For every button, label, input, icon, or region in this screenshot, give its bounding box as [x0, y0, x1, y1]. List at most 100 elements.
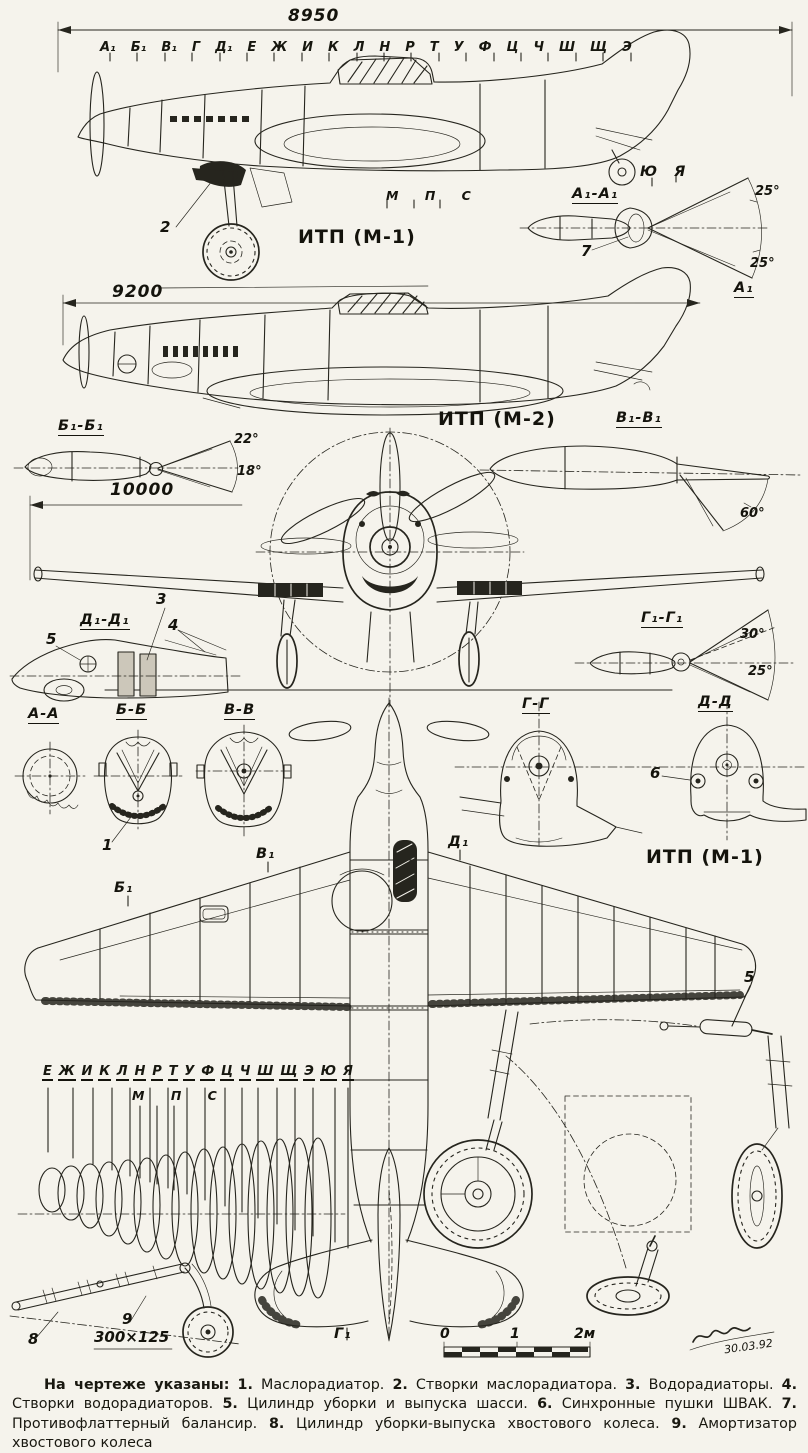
propeller-blade-m2 — [78, 315, 90, 389]
station-letter: Э — [303, 1064, 315, 1081]
station-letter: Щ — [590, 40, 608, 55]
canopy-m2 — [337, 292, 429, 315]
scale-bar — [443, 1341, 591, 1358]
section-a1a1-art — [519, 177, 771, 279]
stations-bottom-row: Е Ж И К Л Н Р Т У Ф Ц Ч Ш Щ Э Ю Я — [42, 1064, 354, 1081]
scale-0: 0 — [440, 1326, 450, 1342]
tail-tire-size: 300×125 — [94, 1328, 170, 1346]
section-label-dd: Д-Д — [698, 694, 733, 712]
station-letter: Р — [405, 40, 415, 55]
station-ticks-top — [109, 52, 632, 62]
station-letter: Ж — [271, 40, 288, 55]
station-letter: У — [453, 40, 464, 55]
station-letter: Н — [133, 1064, 147, 1081]
section-label-gg: Г-Г — [522, 696, 550, 714]
dim-10000-line — [29, 495, 243, 581]
station-letter: К — [328, 40, 339, 55]
canopy-m1 — [337, 57, 433, 85]
station-letter: Ш — [559, 40, 576, 55]
side-view-m2 — [62, 267, 691, 416]
station-letter: Я — [341, 1064, 354, 1081]
station-letter: К — [98, 1064, 111, 1081]
station-letter: Б₁ — [130, 40, 147, 55]
callout-6: 6 — [650, 764, 661, 782]
chin-intake — [362, 576, 418, 594]
section-aa-art — [14, 741, 86, 815]
callout-9: 9 — [122, 1310, 133, 1328]
front-landing-gear — [276, 599, 480, 689]
callout-1: 1 — [102, 836, 113, 854]
plan-station-b1: Б₁ — [114, 880, 134, 896]
plan-view — [24, 697, 757, 1345]
plan-prop-blade-right — [426, 720, 490, 742]
caption-item: 2. Створки маслорадиатора. — [392, 1377, 618, 1394]
station-letter: Е — [247, 40, 257, 55]
caption-item: 1. Маслорадиатор. — [237, 1377, 385, 1394]
dim-10000: 10000 — [110, 480, 175, 500]
canopy-plan — [331, 870, 393, 932]
title-side-m1: ИТП (М-1) — [298, 226, 416, 248]
station-letter: Н — [379, 40, 391, 55]
title-plan-m1: ИТП (М-1) — [646, 846, 764, 868]
callout-5: 5 — [46, 630, 57, 648]
propeller-disc — [269, 431, 511, 673]
angle-rudder-down: 25° — [750, 256, 775, 271]
section-label-v1v1: В₁-В₁ — [616, 410, 662, 428]
gear-schematic — [423, 1009, 793, 1316]
spinner — [369, 526, 411, 568]
plan-station-g1: Г₁ — [334, 1326, 352, 1342]
callout-4: 4 — [168, 616, 179, 634]
plan-station-d1: Д₁ — [448, 834, 470, 850]
station-letter: Щ — [279, 1064, 299, 1081]
plan-station-v1: В₁ — [256, 846, 276, 862]
propeller-blade — [89, 71, 105, 177]
caption-item: 6. Синхронные пушки ШВАК. — [537, 1396, 773, 1413]
gun-fairing — [393, 840, 417, 902]
angle-rudder-up: 25° — [755, 184, 780, 199]
station-letter: Т — [167, 1064, 179, 1081]
caption-item: 4. Створки водорадиаторов. — [12, 1377, 798, 1413]
title-side-m2: ИТП (М-2) — [438, 408, 556, 430]
station-letter: Д₁ — [215, 40, 233, 55]
station-letter: Ю — [319, 1064, 337, 1081]
stations-engine-row: М П С — [386, 188, 482, 203]
station-letter: Ч — [533, 40, 545, 55]
section-gg-art — [459, 701, 643, 847]
station-letter: Ц — [219, 1064, 235, 1081]
fin-plan — [377, 1147, 401, 1341]
exhaust-stubs-m2 — [163, 346, 238, 357]
plan-prop-blade-left — [288, 720, 352, 742]
stations-tail-mark: Ю Я — [640, 164, 692, 180]
front-view — [33, 427, 765, 707]
section-vv-art — [195, 724, 293, 837]
caption-intro: На чертеже указаны: — [44, 1377, 230, 1394]
tail-wheel-m1 — [608, 158, 636, 186]
station-letter: Ч — [238, 1064, 252, 1081]
callout-5-leader — [731, 985, 751, 1027]
caption: На чертеже указаны: 1. Маслорадиатор. 2.… — [12, 1376, 797, 1453]
section-b1b1-art — [13, 440, 239, 493]
section-mark-a1: А₁ — [734, 280, 754, 298]
wing-root-fairing-m2 — [206, 366, 564, 416]
dim-8950: 8950 — [288, 6, 340, 26]
section-label-d1d1: Д₁-Д₁ — [80, 612, 130, 630]
angle-elevator-down: 25° — [748, 664, 773, 679]
caption-item: 5. Цилиндр уборки и выпуска шасси. — [222, 1396, 528, 1413]
section-label-g1g1: Г₁-Г₁ — [641, 610, 684, 628]
section-dd-art — [454, 699, 807, 841]
side-view-m1 — [77, 29, 691, 289]
callout-3: 3 — [156, 590, 167, 608]
section-label-bb: Б-Б — [116, 702, 148, 720]
caption-item: 8. Цилиндр уборки-выпуска хвостового кол… — [268, 1415, 660, 1432]
signature-scribble — [689, 1327, 775, 1351]
caption-item: 7. Противофлаттерный балансир. — [12, 1396, 797, 1432]
station-letter: И — [302, 40, 314, 55]
main-wheel-m1 — [202, 223, 260, 281]
detail-d1d1-art — [9, 607, 241, 702]
station-letter: У — [183, 1064, 196, 1081]
exhaust-stubs-m1 — [170, 116, 249, 122]
tail-wheel-retracted — [586, 1276, 670, 1316]
wheel-well-outline — [564, 1095, 692, 1233]
station-letter: Э — [622, 40, 632, 55]
